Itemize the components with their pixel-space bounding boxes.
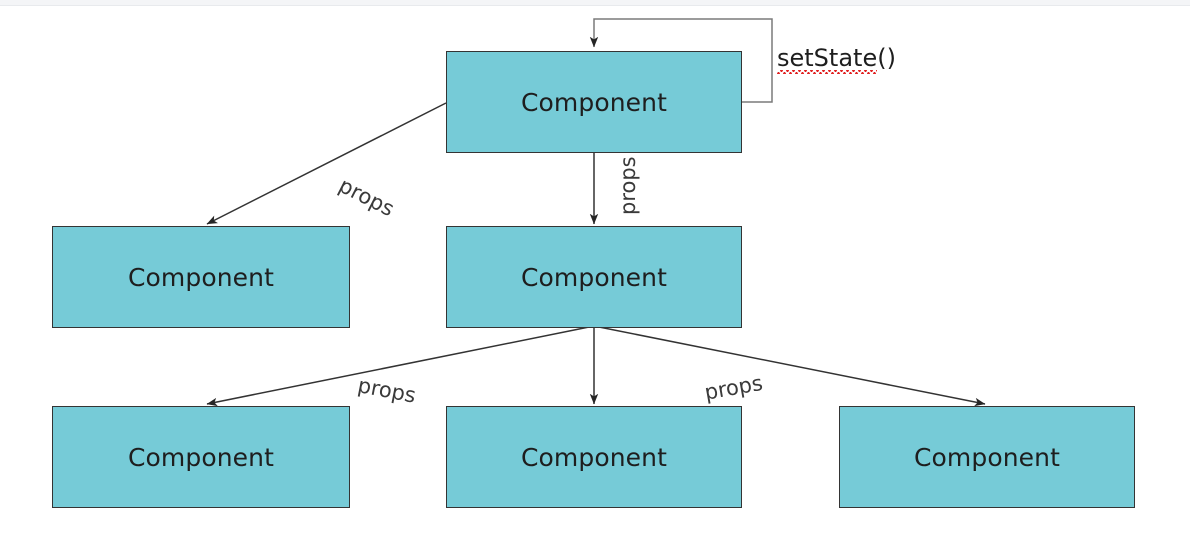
node-component-leaf-right[interactable]: Component <box>839 406 1135 508</box>
node-label: Component <box>913 442 1061 472</box>
edge-label-props-root-to-mid-left: props <box>335 173 399 222</box>
node-label: Component <box>520 442 668 472</box>
node-label: Component <box>127 262 275 292</box>
node-component-leaf-mid[interactable]: Component <box>446 406 742 508</box>
edge-root-to-mid-left <box>206 102 447 225</box>
edge-label-setstate: setState() <box>777 44 896 74</box>
node-component-leaf-left[interactable]: Component <box>52 406 350 508</box>
window-top-strip <box>0 0 1190 5</box>
node-component-mid-center[interactable]: Component <box>446 226 742 328</box>
setstate-suffix: () <box>877 44 896 72</box>
edge-label-props-root-to-mid-center: props <box>616 156 640 215</box>
edge-mid-center-to-leaf-right <box>593 325 986 407</box>
setstate-misspelled-text: setState <box>777 44 878 74</box>
window-top-divider <box>0 5 1190 6</box>
node-component-mid-left[interactable]: Component <box>52 226 350 328</box>
edge-label-props-mid-center-to-leaf-right: props <box>702 370 765 405</box>
edge-label-props-mid-center-to-leaf-left: props <box>355 373 418 408</box>
node-component-root[interactable]: Component <box>446 51 742 153</box>
node-label: Component <box>520 87 668 117</box>
node-label: Component <box>520 262 668 292</box>
node-label: Component <box>127 442 275 472</box>
